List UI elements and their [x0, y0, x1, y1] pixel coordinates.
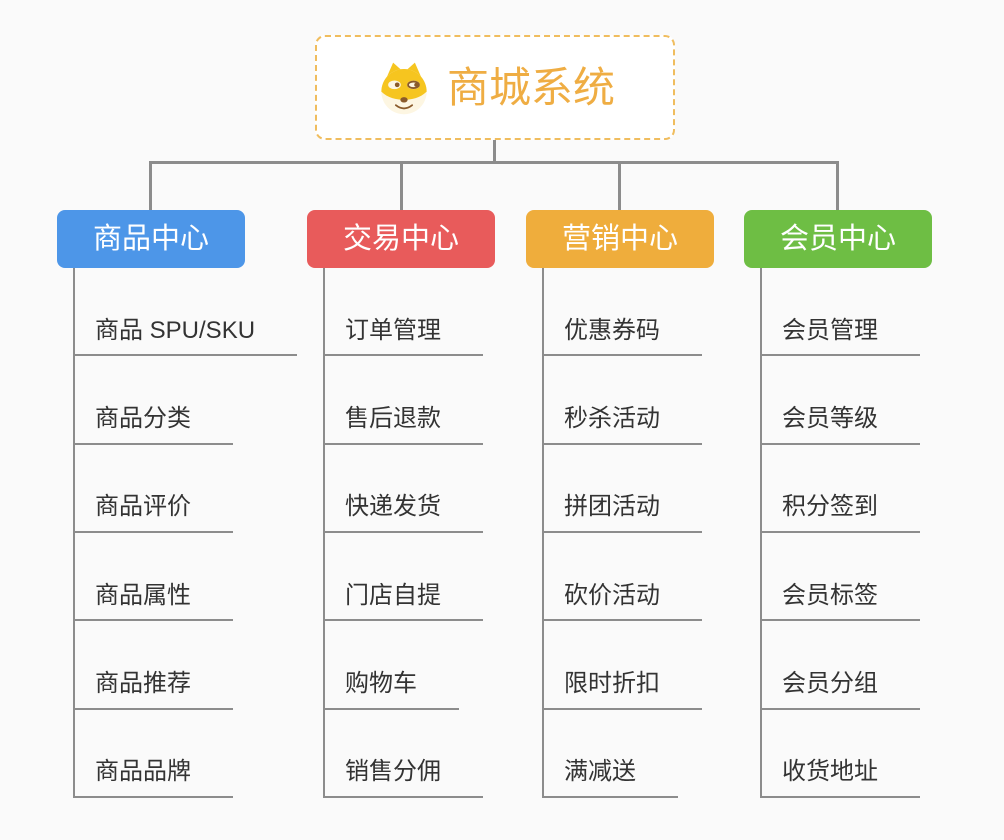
node-label: 会员等级: [760, 405, 920, 445]
node-label: 订单管理: [323, 317, 483, 357]
node-label: 收货地址: [760, 758, 920, 798]
mindmap-node[interactable]: 购物车: [323, 621, 483, 710]
node-label: 拼团活动: [542, 493, 702, 533]
dog-face-icon: [381, 62, 427, 114]
mindmap-node[interactable]: 门店自提: [323, 533, 483, 622]
branch-trunk: [73, 268, 75, 798]
node-label: 限时折扣: [542, 670, 702, 710]
mindmap-node[interactable]: 拼团活动: [542, 445, 702, 533]
node-label: 商品评价: [73, 493, 233, 533]
branch-trade-center: 交易中心 订单管理 售后退款 快递发货 门店自提 购物车 销售分佣: [307, 210, 495, 798]
mindmap-node[interactable]: 限时折扣: [542, 621, 702, 710]
node-label: 销售分佣: [323, 758, 483, 798]
mindmap-node[interactable]: 销售分佣: [323, 710, 483, 798]
branch-header-trade-center[interactable]: 交易中心: [307, 210, 495, 268]
node-label: 门店自提: [323, 582, 483, 622]
node-label: 商品推荐: [73, 670, 233, 710]
connector-root-stem: [493, 139, 496, 164]
branch-header-marketing-center[interactable]: 营销中心: [526, 210, 714, 268]
node-label: 会员分组: [760, 670, 920, 710]
connector-drop-trade: [400, 161, 403, 210]
branch-product-center: 商品中心 商品 SPU/SKU 商品分类 商品评价 商品属性 商品推荐 商品品牌: [57, 210, 298, 798]
mindmap-node[interactable]: 满减送: [542, 710, 702, 798]
branch-member-center: 会员中心 会员管理 会员等级 积分签到 会员标签 会员分组 收货地址: [744, 210, 932, 798]
mindmap-node[interactable]: 收货地址: [760, 710, 920, 798]
mindmap-node[interactable]: 快递发货: [323, 445, 483, 533]
node-label: 商品品牌: [73, 758, 233, 798]
branch-items: 订单管理 售后退款 快递发货 门店自提 购物车 销售分佣: [323, 268, 483, 798]
branch-trunk: [760, 268, 762, 798]
node-label: 商品分类: [73, 405, 233, 445]
mindmap-node[interactable]: 会员标签: [760, 533, 920, 622]
mindmap-node[interactable]: 售后退款: [323, 356, 483, 445]
mindmap-node[interactable]: 砍价活动: [542, 533, 702, 622]
node-label: 快递发货: [323, 493, 483, 533]
mindmap-node[interactable]: 商品属性: [73, 533, 297, 622]
mindmap-node[interactable]: 积分签到: [760, 445, 920, 533]
mindmap-node[interactable]: 商品推荐: [73, 621, 297, 710]
mindmap-node[interactable]: 秒杀活动: [542, 356, 702, 445]
branch-items: 优惠券码 秒杀活动 拼团活动 砍价活动 限时折扣 满减送: [542, 268, 702, 798]
mindmap-node[interactable]: 商品评价: [73, 445, 297, 533]
connector-drop-marketing: [618, 161, 621, 210]
node-label: 砍价活动: [542, 582, 702, 622]
connector-horizontal-bar: [149, 161, 839, 164]
mindmap-node[interactable]: 商品品牌: [73, 710, 297, 798]
mindmap-node[interactable]: 会员管理: [760, 268, 920, 357]
node-label: 满减送: [542, 758, 678, 798]
branch-items: 商品 SPU/SKU 商品分类 商品评价 商品属性 商品推荐 商品品牌: [73, 268, 298, 798]
branch-header-member-center[interactable]: 会员中心: [744, 210, 932, 268]
connector-drop-product: [149, 161, 152, 210]
branch-items: 会员管理 会员等级 积分签到 会员标签 会员分组 收货地址: [760, 268, 920, 798]
node-label: 售后退款: [323, 405, 483, 445]
node-label: 会员管理: [760, 317, 920, 357]
node-label: 商品 SPU/SKU: [73, 317, 298, 357]
root-node-title: 商城系统: [446, 63, 615, 111]
mindmap-node[interactable]: 商品 SPU/SKU: [73, 268, 298, 357]
node-label: 商品属性: [73, 582, 233, 622]
node-label: 积分签到: [760, 493, 920, 533]
mindmap-node[interactable]: 商品分类: [73, 356, 297, 445]
branch-trunk: [542, 268, 544, 798]
node-label: 购物车: [323, 670, 459, 710]
node-label: 优惠券码: [542, 317, 702, 357]
branch-header-product-center[interactable]: 商品中心: [57, 210, 245, 268]
mindmap-node[interactable]: 优惠券码: [542, 268, 702, 357]
branch-trunk: [323, 268, 325, 798]
node-label: 会员标签: [760, 582, 920, 622]
root-node-mall-system[interactable]: 商城系统: [315, 35, 675, 140]
connector-drop-member: [836, 161, 839, 210]
branch-marketing-center: 营销中心 优惠券码 秒杀活动 拼团活动 砍价活动 限时折扣 满减送: [526, 210, 714, 798]
mindmap-node[interactable]: 会员等级: [760, 356, 920, 445]
node-label: 秒杀活动: [542, 405, 702, 445]
mindmap-node[interactable]: 订单管理: [323, 268, 483, 357]
mindmap-node[interactable]: 会员分组: [760, 621, 920, 710]
